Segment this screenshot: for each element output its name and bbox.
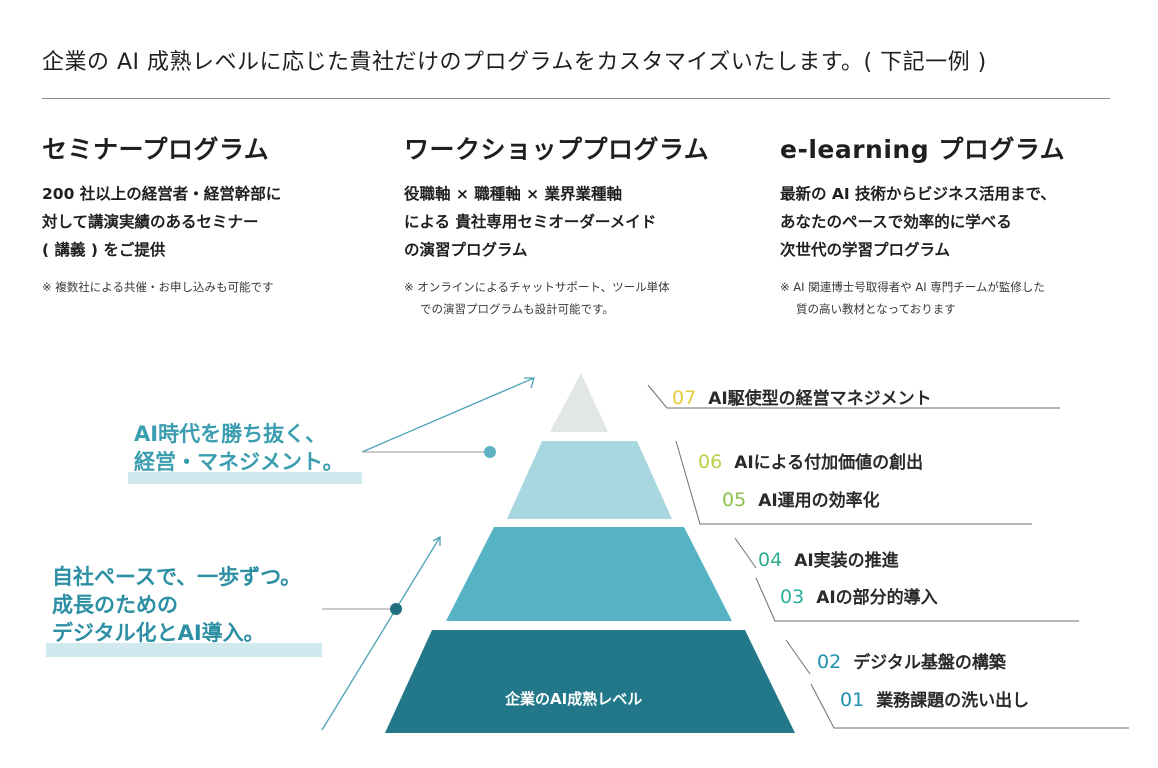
page-headline: 企業の AI 成熟レベルに応じた貴社だけのプログラムをカスタマイズいたします。(… bbox=[42, 50, 987, 75]
note-line: ※ AI 関連博士号取得者や AI 専門チームが監修した bbox=[780, 280, 1045, 294]
elearning-program-description: 最新の AI 技術からビジネス活用まで、 あなたのペースで効率的に学べる 次世代… bbox=[780, 180, 1065, 264]
level-number: 07 bbox=[672, 387, 697, 409]
description-line: 役職軸 × 職種軸 × 業界業種軸 bbox=[404, 185, 623, 203]
description-line: 次世代の学習プログラム bbox=[780, 241, 951, 259]
pyramid-tier-top bbox=[550, 373, 608, 432]
workshop-program-title: ワークショッププログラム bbox=[404, 135, 710, 164]
description-line: ( 講義 ) をご提供 bbox=[42, 241, 166, 259]
level-label: 業務課題の洗い出し bbox=[876, 691, 1030, 711]
level-label: AIによる付加価値の創出 bbox=[734, 453, 924, 473]
level-04: 04 AI実装の推進 bbox=[758, 546, 899, 571]
pyramid-tier-middle bbox=[446, 527, 732, 621]
pyramid-tier-upper bbox=[507, 441, 672, 519]
elearning-program-note: ※ AI 関連博士号取得者や AI 専門チームが監修した 質の高い教材となってお… bbox=[780, 276, 1065, 320]
level-bracket-06-05 bbox=[675, 440, 1032, 525]
level-label: AI駆使型の経営マネジメント bbox=[708, 389, 932, 409]
arrow-head-upper bbox=[524, 377, 535, 389]
marker-dot-upper bbox=[484, 446, 496, 458]
level-number: 03 bbox=[780, 586, 805, 608]
level-02: 02 デジタル基盤の構築 bbox=[817, 648, 1006, 673]
level-number: 06 bbox=[698, 451, 723, 473]
level-05: 05 AI運用の効率化 bbox=[722, 486, 880, 511]
level-bracket-02 bbox=[785, 639, 811, 675]
description-line: 200 社以上の経営者・経営幹部に bbox=[42, 185, 282, 203]
description-line: の演習プログラム bbox=[404, 241, 528, 259]
level-number: 04 bbox=[758, 549, 783, 571]
arrow-head-lower bbox=[432, 535, 441, 546]
pyramid-tier-base bbox=[385, 630, 795, 733]
level-bracket-04 bbox=[734, 537, 757, 569]
description-line: あなたのペースで効率的に学べる bbox=[780, 213, 1012, 231]
level-label: デジタル基盤の構築 bbox=[853, 653, 1006, 673]
level-bracket-03 bbox=[755, 577, 1079, 622]
note-line: での演習プログラムも設計可能です。 bbox=[420, 302, 615, 316]
catchphrase-line: デジタル化とAI導入。 bbox=[52, 621, 265, 645]
note-line: 質の高い教材となっております bbox=[796, 302, 956, 316]
arrow-line-upper bbox=[361, 377, 535, 453]
level-number: 05 bbox=[722, 489, 747, 511]
catchphrase-highlight-top bbox=[128, 472, 362, 484]
description-line: による 貴社専用セミオーダーメイド bbox=[404, 213, 657, 231]
level-label: AI運用の効率化 bbox=[758, 491, 880, 511]
level-03: 03 AIの部分的導入 bbox=[780, 583, 938, 608]
marker-dot-lower bbox=[390, 603, 402, 615]
description-line: 対して講演実績のあるセミナー bbox=[42, 213, 259, 231]
note-line: ※ オンラインによるチャットサポート、ツール単体 bbox=[404, 280, 670, 294]
catchphrase-line: 成長のための bbox=[52, 593, 178, 617]
seminar-program-section: セミナープログラム 200 社以上の経営者・経営幹部に 対して講演実績のあるセミ… bbox=[42, 130, 281, 298]
seminar-program-description: 200 社以上の経営者・経営幹部に 対して講演実績のあるセミナー ( 講義 ) … bbox=[42, 180, 281, 264]
arrow-line-lower bbox=[321, 536, 441, 731]
level-06: 06 AIによる付加価値の創出 bbox=[698, 448, 923, 473]
catchphrase-line: 自社ペースで、一歩ずつ。 bbox=[52, 565, 302, 589]
catchphrase-line: AI時代を勝ち抜く、 bbox=[134, 422, 327, 446]
elearning-program-title: e-learning プログラム bbox=[780, 135, 1066, 164]
seminar-program-note: ※ 複数社による共催・お申し込みも可能です bbox=[42, 276, 281, 298]
level-label: AI実装の推進 bbox=[794, 551, 899, 571]
catchphrase-highlight-bottom bbox=[46, 643, 322, 657]
level-bracket-01 bbox=[810, 683, 1129, 729]
note-line: ※ 複数社による共催・お申し込みも可能です bbox=[42, 280, 274, 294]
level-07: 07 AI駆使型の経営マネジメント bbox=[672, 384, 932, 409]
workshop-program-section: ワークショッププログラム 役職軸 × 職種軸 × 業界業種軸 による 貴社専用セ… bbox=[404, 130, 709, 320]
catchphrase-bottom: 自社ペースで、一歩ずつ。 成長のための デジタル化とAI導入。 bbox=[52, 563, 301, 647]
catchphrase-top: AI時代を勝ち抜く、 経営・マネジメント。 bbox=[134, 420, 344, 476]
catchphrase-line: 経営・マネジメント。 bbox=[134, 450, 344, 474]
headline-divider bbox=[42, 98, 1110, 99]
pyramid-base-label: 企業のAI成熟レベル bbox=[505, 690, 643, 708]
seminar-program-title: セミナープログラム bbox=[42, 135, 270, 164]
workshop-program-description: 役職軸 × 職種軸 × 業界業種軸 による 貴社専用セミオーダーメイド の演習プ… bbox=[404, 180, 709, 264]
description-line: 最新の AI 技術からビジネス活用まで、 bbox=[780, 185, 1056, 203]
elearning-program-section: e-learning プログラム 最新の AI 技術からビジネス活用まで、 あな… bbox=[780, 130, 1065, 320]
workshop-program-note: ※ オンラインによるチャットサポート、ツール単体 での演習プログラムも設計可能で… bbox=[404, 276, 709, 320]
level-bracket-07 bbox=[647, 384, 1060, 409]
level-number: 01 bbox=[840, 689, 865, 711]
level-number: 02 bbox=[817, 651, 842, 673]
level-label: AIの部分的導入 bbox=[816, 588, 938, 608]
level-01: 01 業務課題の洗い出し bbox=[840, 686, 1029, 711]
